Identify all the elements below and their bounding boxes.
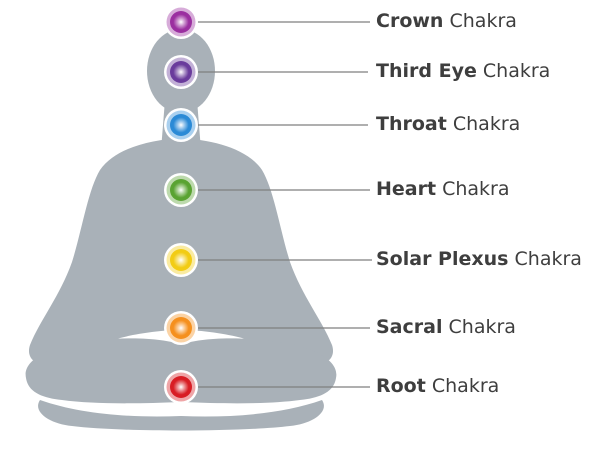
chakra-dot-solar-plexus: [164, 243, 198, 277]
chakra-suffix: Chakra: [436, 178, 510, 200]
chakra-dot-sacral: [164, 311, 198, 345]
chakra-dot-core: [170, 179, 192, 201]
chakra-name: Solar Plexus: [376, 248, 509, 270]
chakra-suffix: Chakra: [442, 316, 516, 338]
chakra-dot-heart: [164, 173, 198, 207]
chakra-suffix: Chakra: [443, 10, 517, 32]
chakra-suffix: Chakra: [508, 248, 582, 270]
chakra-name: Crown: [376, 10, 444, 32]
chakra-dot-root: [164, 370, 198, 404]
chakra-suffix: Chakra: [446, 113, 521, 135]
chakra-dots: [164, 5, 198, 404]
chakra-label-solar-plexus: Solar Plexus Chakra: [376, 250, 582, 269]
chakra-dot-core: [170, 376, 192, 398]
chakra-dot-core: [170, 61, 192, 83]
chakra-suffix: Chakra: [425, 375, 500, 397]
chakra-label-sacral: Sacral Chakra: [376, 318, 516, 337]
chakra-dot-core: [170, 11, 192, 33]
chakra-label-crown: Crown Chakra: [376, 12, 517, 31]
chakra-dot-crown: [164, 5, 198, 39]
chakra-label-root: Root Chakra: [376, 377, 499, 396]
chakra-label-third-eye: Third Eye Chakra: [376, 62, 550, 81]
chakra-name: Throat: [376, 113, 447, 135]
chakra-dot-core: [170, 249, 192, 271]
chakra-dot-core: [170, 114, 192, 136]
chakra-suffix: Chakra: [476, 60, 551, 82]
chakra-label-throat: Throat Chakra: [376, 115, 520, 134]
chakra-name: Root: [376, 375, 426, 397]
chakra-dot-third-eye: [164, 55, 198, 89]
chakra-label-heart: Heart Chakra: [376, 180, 510, 199]
chakra-name: Sacral: [376, 316, 443, 338]
leader-lines: [197, 21, 372, 388]
chakra-dot-core: [170, 317, 192, 339]
chakra-name: Third Eye: [376, 60, 477, 82]
chakra-dot-throat: [164, 108, 198, 142]
chakra-name: Heart: [376, 178, 437, 200]
